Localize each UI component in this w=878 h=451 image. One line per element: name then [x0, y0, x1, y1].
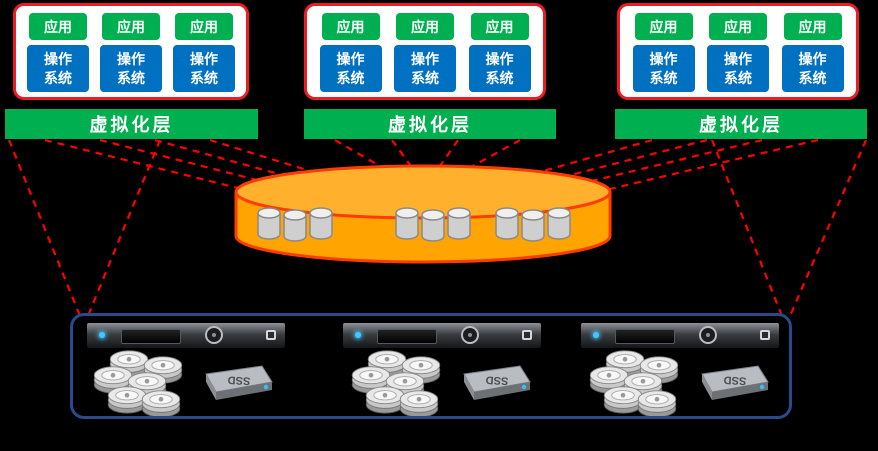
disk-icon	[447, 207, 471, 240]
vendor-logo-icon	[699, 326, 717, 344]
vm: 应用 操作系统	[100, 13, 162, 92]
os-label: 操作系统	[724, 51, 752, 86]
server-2-ssd: SSD	[463, 365, 531, 400]
disk-icon	[309, 207, 333, 240]
server-2-chassis	[342, 322, 542, 349]
vm: 应用 操作系统	[632, 13, 695, 92]
vm: 应用 操作系统	[468, 13, 531, 92]
app-box: 应用	[783, 13, 842, 40]
virtualization-layer-2: 虚拟化层	[304, 109, 556, 139]
os-label: 操作系统	[798, 51, 827, 86]
power-button	[266, 330, 276, 340]
pool-disk-icons	[257, 207, 571, 242]
server-3-ssd: SSD	[701, 365, 769, 400]
vm: 应用 操作系统	[173, 13, 235, 92]
os-label: 操作系统	[336, 51, 365, 86]
app-box: 应用	[102, 13, 160, 40]
os-label: 操作系统	[485, 51, 514, 86]
vm-group-2: 应用 操作系统 应用 操作系统 应用 操作系统	[304, 3, 546, 100]
os-label: 操作系统	[44, 51, 72, 86]
virtualization-layer-1: 虚拟化层	[5, 109, 258, 139]
vendor-logo-icon	[205, 326, 223, 344]
ssd-label: SSD	[227, 373, 250, 386]
power-led	[593, 332, 599, 338]
disk-icon	[521, 209, 545, 242]
vm: 应用 操作系统	[781, 13, 844, 92]
os-label: 操作系统	[411, 51, 439, 86]
server-1-ssd: SSD	[205, 365, 273, 400]
os-box: 操作系统	[781, 45, 844, 92]
power-button	[760, 330, 770, 340]
app-box: 应用	[470, 13, 529, 40]
server-3-chassis	[580, 322, 780, 349]
power-led	[355, 332, 361, 338]
os-box: 操作系统	[707, 45, 769, 92]
disk-icon	[547, 207, 571, 240]
os-box: 操作系统	[319, 45, 382, 92]
ssd-label: SSD	[723, 373, 746, 386]
vm-group-1: 应用 操作系统 应用 操作系统 应用 操作系统	[13, 3, 249, 100]
vm: 应用 操作系统	[707, 13, 769, 92]
app-box: 应用	[29, 13, 87, 40]
os-box: 操作系统	[394, 45, 456, 92]
app-box: 应用	[396, 13, 454, 40]
vm: 应用 操作系统	[394, 13, 456, 92]
drive-slot	[121, 329, 181, 344]
disk-icon	[395, 207, 419, 240]
vm: 应用 操作系统	[319, 13, 382, 92]
os-label: 操作系统	[117, 51, 145, 86]
virtualization-layer-3: 虚拟化层	[615, 109, 867, 139]
disk-icon	[421, 209, 445, 242]
vm: 应用 操作系统	[27, 13, 89, 92]
os-box: 操作系统	[173, 45, 235, 92]
os-box: 操作系统	[100, 45, 162, 92]
app-box: 应用	[709, 13, 767, 40]
server-1-chassis	[86, 322, 286, 349]
disk-icon	[283, 209, 307, 242]
os-label: 操作系统	[649, 51, 678, 86]
os-box: 操作系统	[632, 45, 695, 92]
app-box: 应用	[634, 13, 693, 40]
drive-slot	[615, 329, 675, 344]
app-box: 应用	[321, 13, 380, 40]
power-button	[522, 330, 532, 340]
disk-icon	[495, 207, 519, 240]
os-box: 操作系统	[27, 45, 89, 92]
power-led	[99, 332, 105, 338]
disk-icon	[257, 207, 281, 240]
os-box: 操作系统	[468, 45, 531, 92]
vendor-logo-icon	[461, 326, 479, 344]
ssd-label: SSD	[485, 373, 508, 386]
server-enclosure	[70, 313, 792, 419]
vm-group-3: 应用 操作系统 应用 操作系统 应用 操作系统	[617, 3, 859, 100]
app-box: 应用	[175, 13, 233, 40]
os-label: 操作系统	[190, 51, 218, 86]
drive-slot	[377, 329, 437, 344]
